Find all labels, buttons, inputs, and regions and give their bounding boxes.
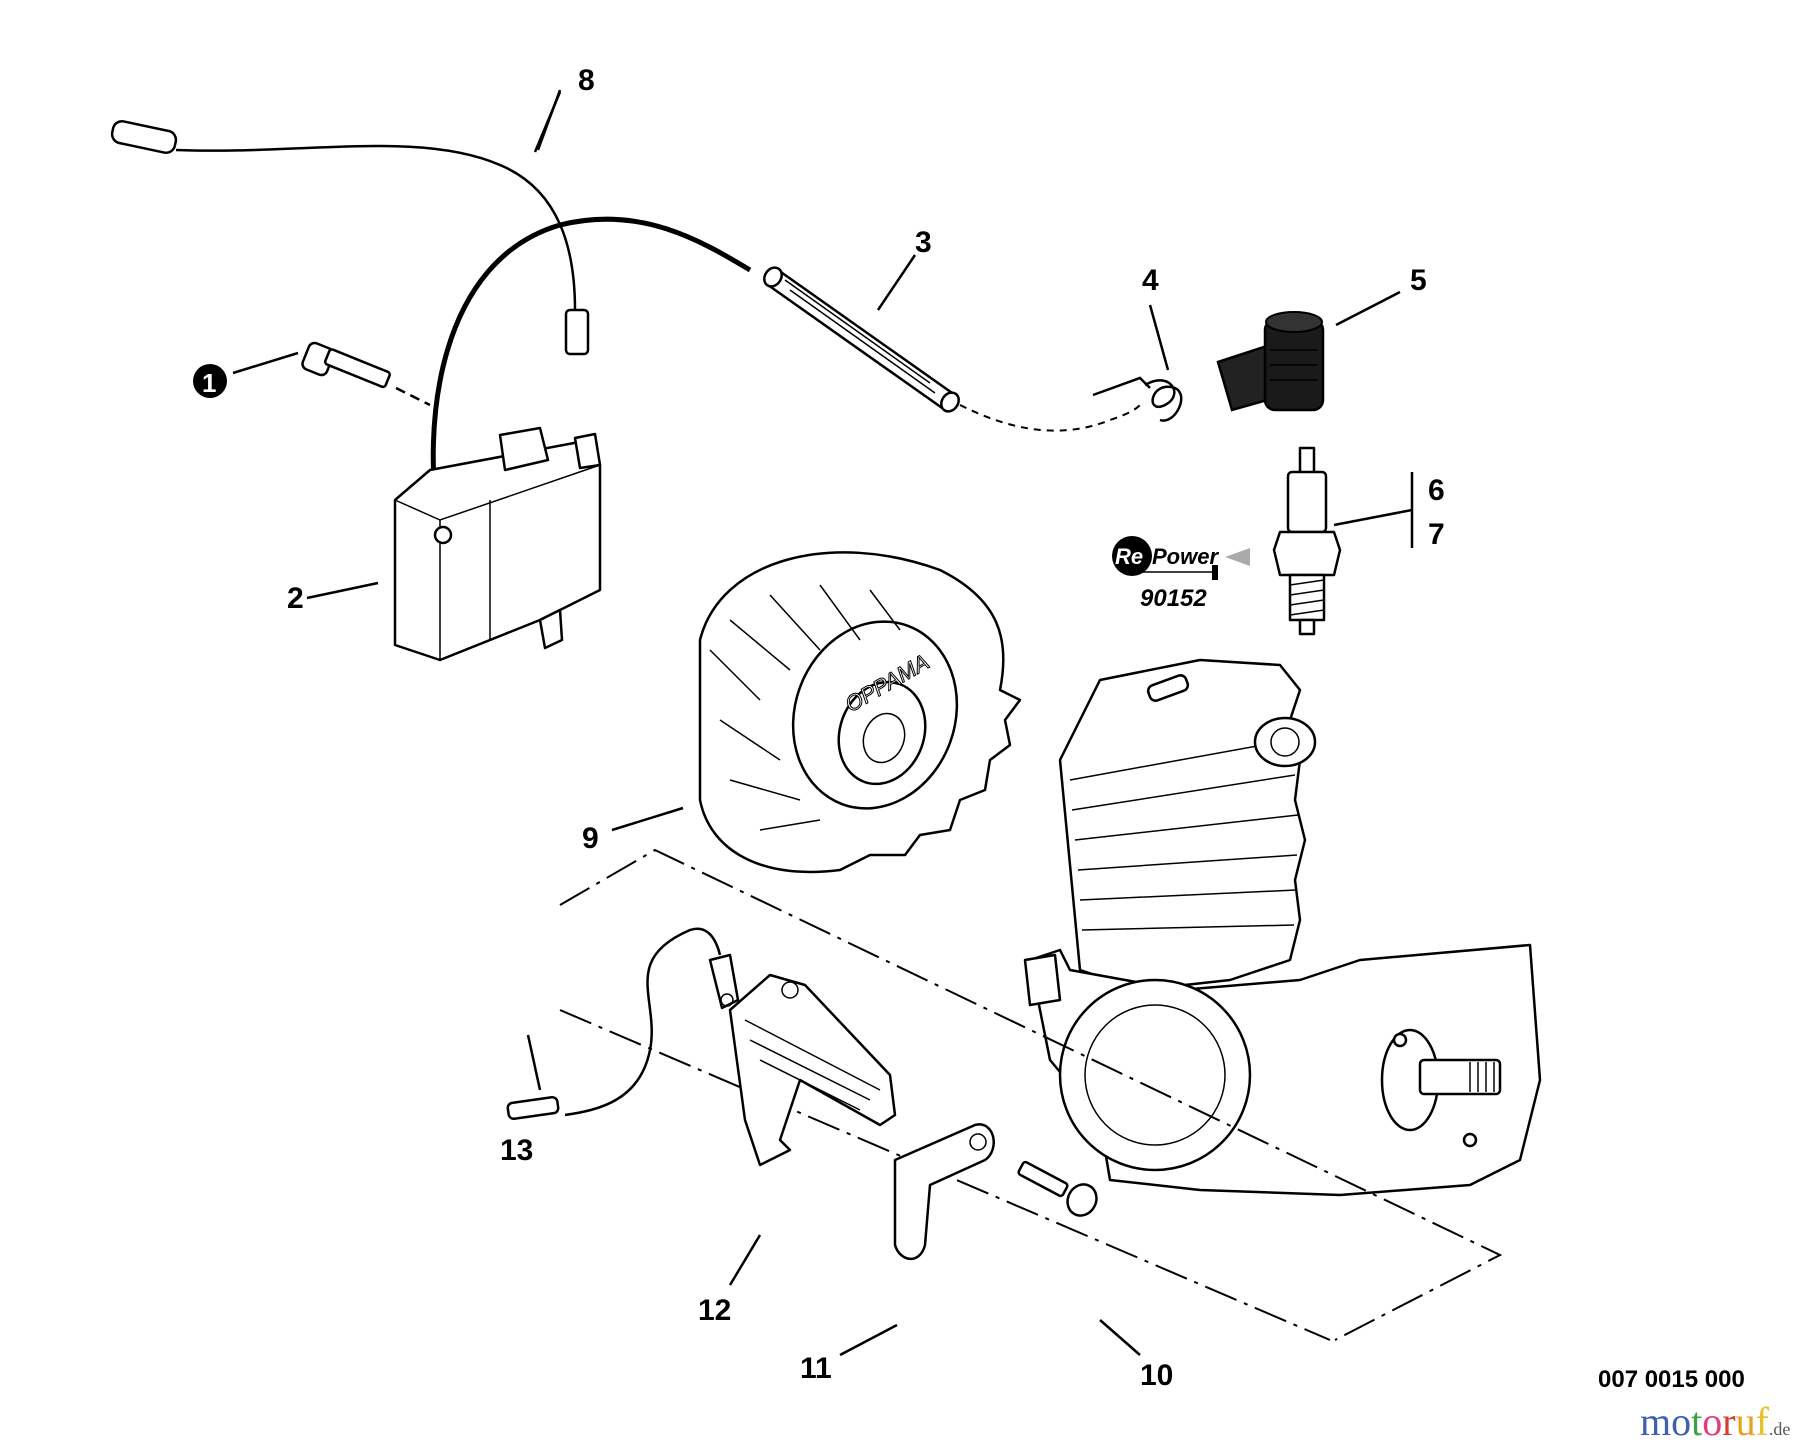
leader-8 — [533, 91, 562, 153]
sleeve-part — [763, 266, 960, 413]
leader-5 — [1335, 290, 1401, 327]
leader-11 — [839, 1323, 898, 1357]
callout-8: 8 — [578, 64, 595, 97]
watermark-letter: f — [1755, 1399, 1769, 1444]
callout-11: 11 — [800, 1352, 832, 1385]
drawing-code: 007 0015 000 — [1598, 1366, 1745, 1393]
callout-4: 4 — [1142, 264, 1159, 297]
callout-5: 5 — [1410, 264, 1427, 297]
mounting-boundary-lower — [559, 1009, 1331, 1341]
leader-13 — [526, 1034, 542, 1091]
callout-6: 6 — [1428, 474, 1445, 507]
leader-9 — [611, 806, 684, 832]
watermark-letter: u — [1735, 1399, 1756, 1444]
engine-block — [1023, 658, 1542, 1197]
watermark-letter: m — [1640, 1399, 1672, 1444]
boot-part — [1216, 311, 1325, 412]
leader-3 — [876, 254, 917, 311]
callout-2: 2 — [287, 582, 304, 615]
leader-12 — [728, 1234, 762, 1286]
callout-12: 12 — [698, 1294, 731, 1327]
ignition-coil-part — [393, 216, 752, 662]
callout-1: 1 — [202, 368, 216, 398]
callout-3: 3 — [915, 226, 932, 259]
callout-7: 7 — [1428, 518, 1445, 551]
watermark-logo: motoruf.de — [1640, 1398, 1790, 1445]
dashed-assembly-line — [959, 404, 1141, 432]
bolt-part — [301, 341, 431, 407]
ground-wire-part — [506, 927, 740, 1121]
spring-part — [1092, 376, 1183, 422]
leader-1 — [232, 351, 299, 375]
callout-1-badge — [193, 364, 227, 398]
bracket-part — [893, 1123, 995, 1261]
watermark-letter: o — [1702, 1399, 1723, 1444]
callout-13: 13 — [500, 1134, 533, 1167]
repower-prefix: Re — [1115, 544, 1143, 569]
cover-part — [728, 973, 897, 1167]
watermark-letter: o — [1671, 1399, 1692, 1444]
stop-wire-part — [110, 89, 590, 356]
repower-logo: Re Power 90152 — [1112, 536, 1250, 612]
watermark-letter: r — [1722, 1399, 1736, 1444]
callout-9: 9 — [582, 822, 599, 855]
leader-2 — [306, 581, 379, 600]
leader-6-7 — [1333, 508, 1413, 527]
watermark-suffix: .de — [1768, 1419, 1791, 1439]
repower-part-number: 90152 — [1140, 585, 1207, 612]
leader-4 — [1148, 304, 1170, 371]
screw-part — [1017, 1160, 1098, 1217]
leader-10 — [1099, 1319, 1141, 1356]
mounting-boundary — [559, 848, 1503, 1341]
spark-plug-part — [1272, 446, 1342, 636]
callout-10: 10 — [1140, 1359, 1173, 1392]
repower-suffix: Power — [1152, 544, 1219, 569]
watermark-letter: t — [1691, 1399, 1703, 1444]
flywheel-part: OPPAMA — [698, 551, 1022, 874]
